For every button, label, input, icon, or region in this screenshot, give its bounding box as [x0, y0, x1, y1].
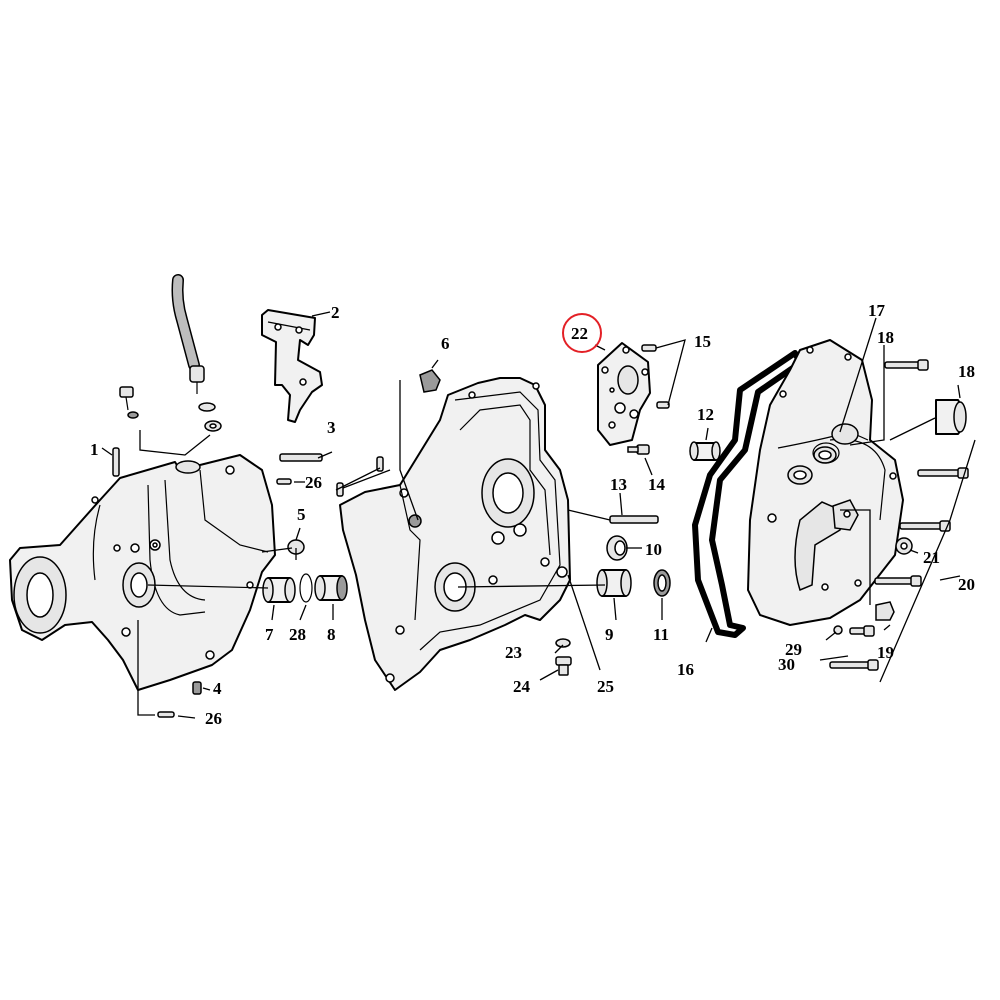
callout-18b[interactable]: 18 — [958, 362, 975, 381]
callout-3[interactable]: 3 — [327, 418, 336, 437]
callout-18a[interactable]: 18 — [877, 328, 894, 347]
callout-11[interactable]: 11 — [653, 625, 669, 644]
callout-22[interactable]: 22 — [571, 324, 588, 343]
callout-21[interactable]: 21 — [923, 548, 940, 567]
leader-lines — [101, 311, 976, 719]
callout-17[interactable]: 17 — [868, 301, 886, 320]
callout-28[interactable]: 28 — [289, 625, 306, 644]
o-ring-part-18 — [812, 442, 840, 464]
ring-part-11 — [653, 569, 671, 597]
callout-4[interactable]: 4 — [213, 679, 222, 698]
filler-cap-part-18 — [935, 399, 967, 435]
gasket-part-16 — [692, 350, 803, 638]
callout-16[interactable]: 16 — [677, 660, 694, 679]
left-crankcase-half — [9, 454, 276, 691]
breather-hose — [171, 274, 205, 394]
bearing-set-7-28-8 — [147, 573, 348, 603]
drain-plug-part-24 — [555, 656, 572, 676]
stud-part-3 — [279, 453, 323, 462]
bearing-part-9 — [596, 569, 632, 597]
right-crankcase-half — [339, 377, 571, 691]
callout-10[interactable]: 10 — [645, 540, 662, 559]
callout-7[interactable]: 7 — [265, 625, 274, 644]
pin-part-4 — [192, 681, 202, 695]
callout-12[interactable]: 12 — [697, 405, 714, 424]
callout-2[interactable]: 2 — [331, 303, 340, 322]
callout-1[interactable]: 1 — [90, 440, 99, 459]
bushing-part-12 — [689, 441, 721, 461]
callout-23[interactable]: 23 — [505, 643, 522, 662]
bracket-part-2 — [261, 309, 323, 423]
callout-15[interactable]: 15 — [694, 332, 711, 351]
callout-8[interactable]: 8 — [327, 625, 336, 644]
seal-part-10 — [606, 535, 628, 561]
callout-labels: 1 2 3 4 5 6 7 8 9 10 11 12 13 14 15 16 1… — [90, 301, 975, 728]
gearcase-cover-part-17 — [747, 339, 904, 626]
callout-24[interactable]: 24 — [513, 677, 531, 696]
callout-9[interactable]: 9 — [605, 625, 614, 644]
stud-part-1 — [112, 447, 120, 477]
washers-small — [119, 386, 222, 432]
callout-30[interactable]: 30 — [778, 655, 795, 674]
washer-screw-29-30 — [833, 625, 875, 637]
nut-part-21 — [895, 537, 913, 555]
callout-25[interactable]: 25 — [597, 677, 614, 696]
cam-support-plate-part-22 — [597, 342, 651, 446]
callout-19[interactable]: 19 — [877, 643, 894, 662]
callout-29[interactable]: 29 — [785, 640, 802, 659]
stud-part-13 — [609, 515, 659, 524]
washer-part-23 — [555, 638, 571, 648]
callout-20[interactable]: 20 — [958, 575, 975, 594]
callout-6[interactable]: 6 — [441, 334, 450, 353]
callout-14[interactable]: 14 — [648, 475, 666, 494]
callout-13[interactable]: 13 — [610, 475, 627, 494]
screw-part-19 — [875, 601, 895, 621]
cover-screws-part-20 — [829, 359, 969, 671]
callout-26-lower[interactable]: 26 — [205, 709, 222, 728]
callout-26-upper[interactable]: 26 — [305, 473, 322, 492]
screw-part-14 — [627, 444, 650, 455]
highlight-circle — [562, 313, 602, 353]
callout-5[interactable]: 5 — [297, 505, 306, 524]
dowel-pins — [157, 456, 384, 718]
plug-part-6 — [419, 369, 441, 393]
